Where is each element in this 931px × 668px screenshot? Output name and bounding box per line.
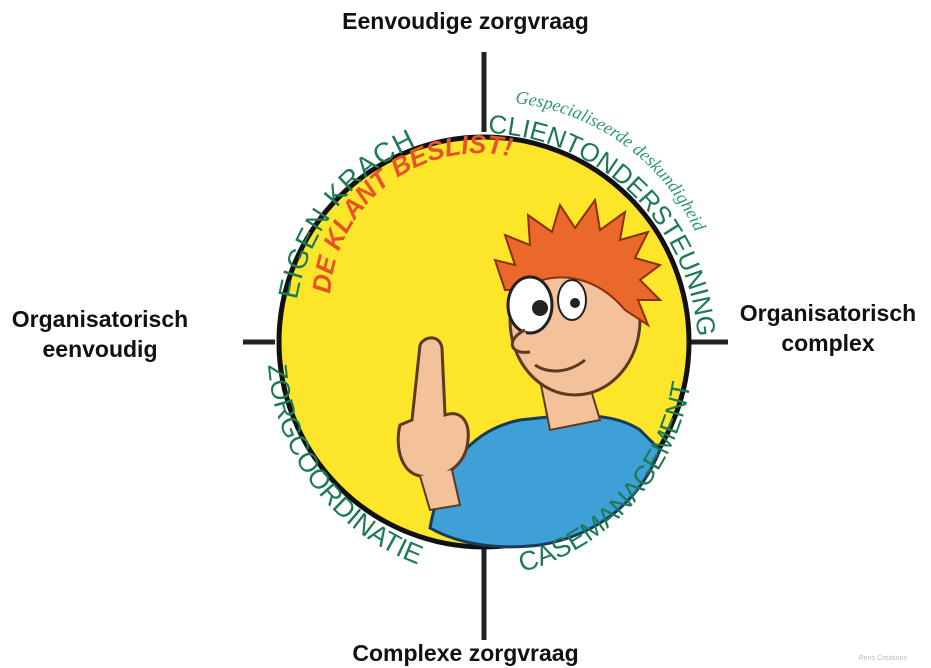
credit-text: Rens Creations bbox=[859, 655, 907, 662]
